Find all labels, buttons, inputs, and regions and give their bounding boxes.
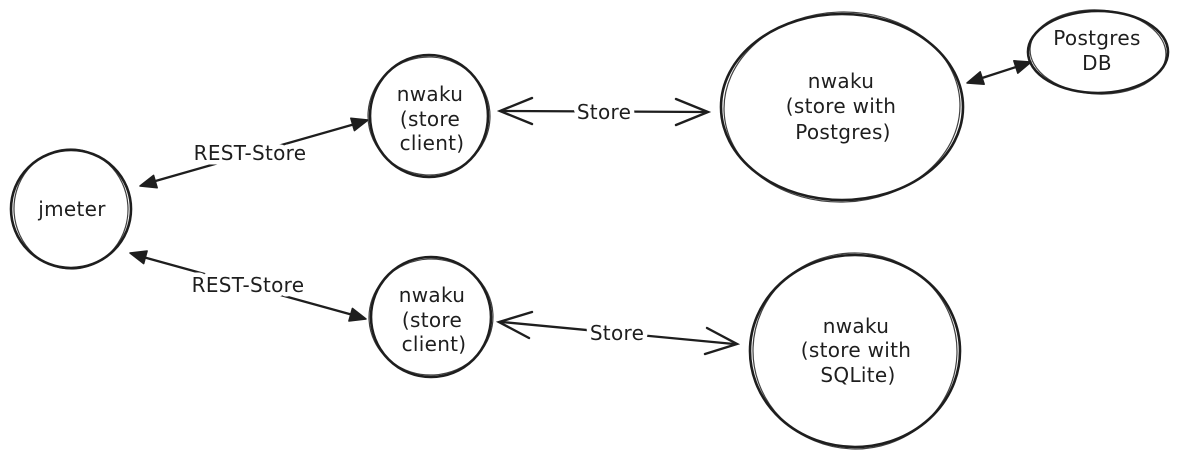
edge-label-rest-store-bottom: REST-Store bbox=[192, 273, 305, 297]
node-label-line: nwaku bbox=[808, 69, 874, 93]
arrow-rest-store-top bbox=[139, 117, 369, 189]
node-nwaku-store-sqlite: nwaku (store with SQLite) bbox=[748, 252, 962, 450]
node-label-line: DB bbox=[1082, 51, 1112, 75]
node-label-line: nwaku bbox=[823, 314, 889, 338]
edge-label-rest-store-top: REST-Store bbox=[194, 141, 307, 165]
node-nwaku-store-postgres: nwaku (store with Postgres) bbox=[719, 11, 965, 203]
node-jmeter-label: jmeter bbox=[37, 197, 106, 221]
node-label-line: SQLite) bbox=[820, 363, 895, 387]
node-label-line: client) bbox=[402, 332, 467, 356]
node-label-line: Postgres) bbox=[795, 120, 891, 144]
arrow-rest-store-bottom bbox=[129, 250, 367, 322]
edge-label-store-bottom: Store bbox=[590, 321, 644, 345]
node-label-line: client) bbox=[400, 131, 465, 155]
node-jmeter: jmeter bbox=[9, 148, 133, 270]
node-label-line: (store with bbox=[801, 338, 911, 362]
node-label-line: Postgres bbox=[1053, 26, 1140, 50]
node-nwaku-store-client-top: nwaku (store client) bbox=[367, 53, 491, 179]
node-label-line: (store bbox=[402, 308, 462, 332]
node-label-line: (store bbox=[400, 107, 460, 131]
node-label-line: (store with bbox=[786, 94, 896, 118]
node-postgres-db: Postgres DB bbox=[1026, 9, 1170, 95]
arrow-store-bottom bbox=[495, 310, 741, 356]
edge-label-store-top: Store bbox=[577, 100, 631, 124]
arrow-postgres-db-link bbox=[966, 60, 1032, 85]
node-nwaku-store-client-bottom: nwaku (store client) bbox=[368, 255, 494, 379]
node-label-line: nwaku bbox=[399, 283, 465, 307]
node-label-line: nwaku bbox=[397, 82, 463, 106]
arrow-store-top bbox=[496, 96, 712, 127]
